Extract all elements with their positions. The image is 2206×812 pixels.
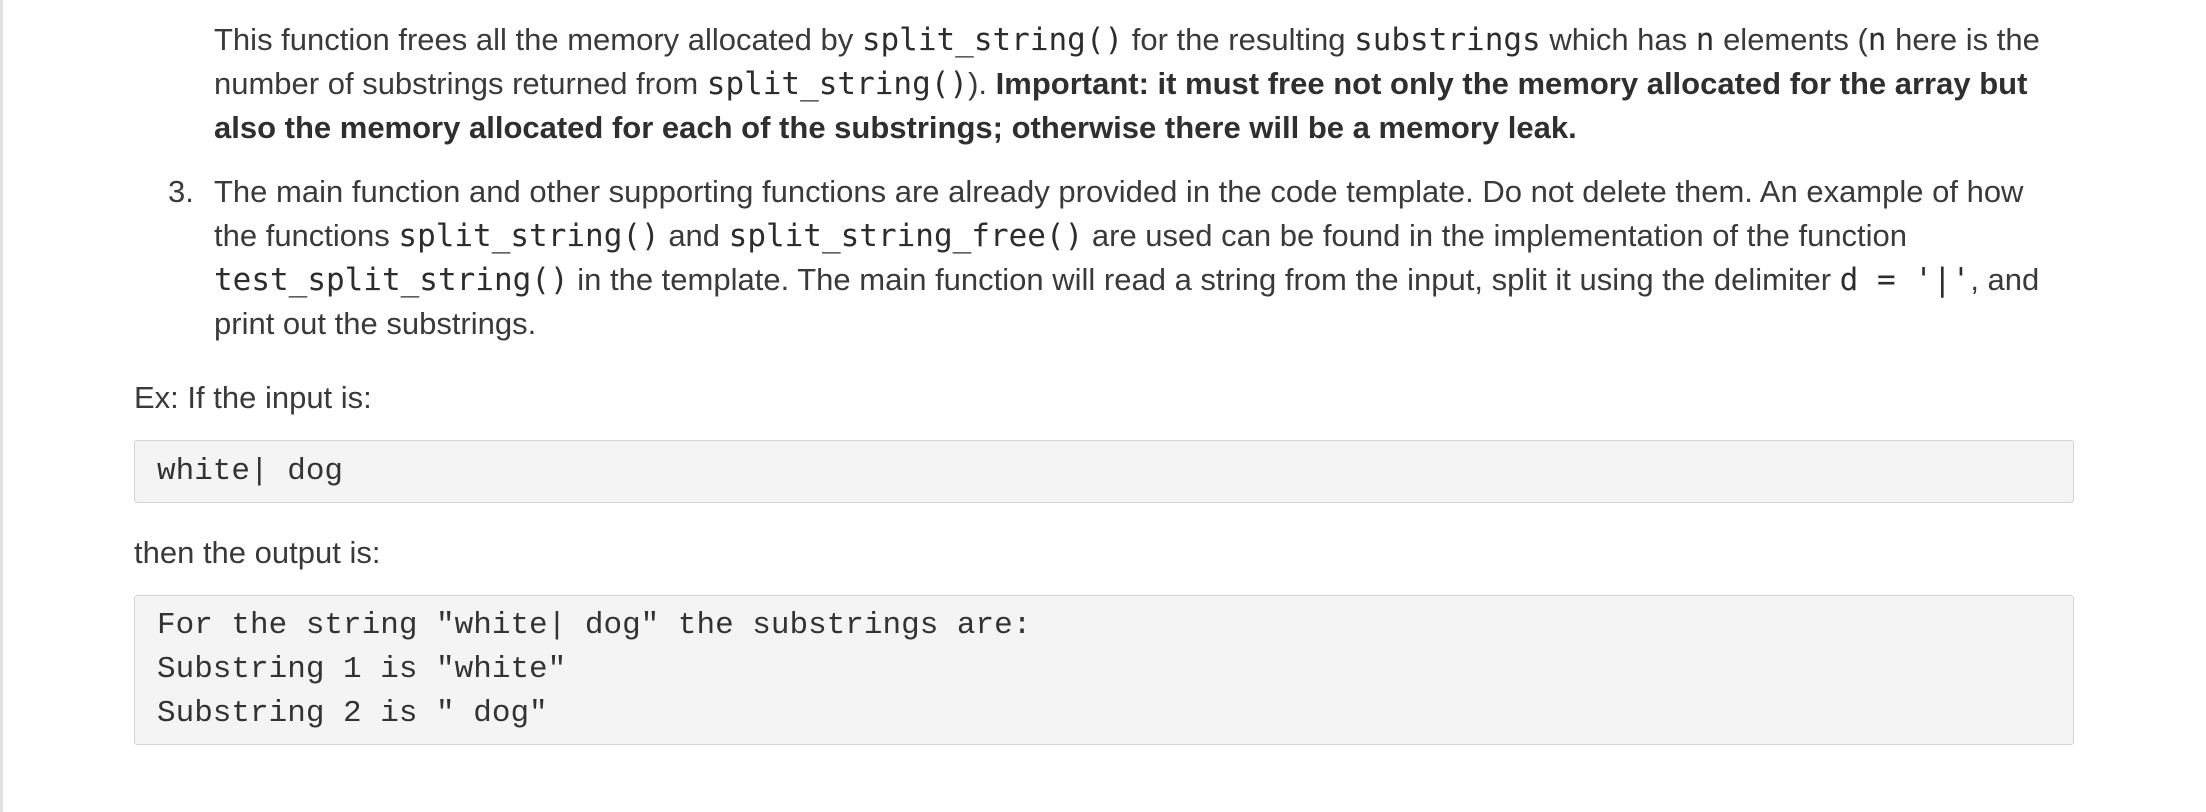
list-item-3: 3. The main function and other supportin…: [168, 170, 2074, 346]
list-item-text: The main function and other supporting f…: [214, 170, 2074, 346]
inline-code: test_split_string(): [214, 262, 569, 298]
example-output-code-block: For the string "white| dog" the substrin…: [134, 595, 2074, 745]
inline-code: d = '|': [1839, 262, 1971, 298]
inline-code: n: [1867, 22, 1887, 58]
inline-code: split_string(): [861, 22, 1124, 58]
output-line: Substring 1 is "white": [157, 652, 567, 687]
example-input-label: Ex: If the input is:: [134, 380, 372, 415]
list-number: 3.: [168, 174, 194, 209]
example-input-code-block: white| dog: [134, 440, 2074, 503]
text: in the template. The main function will …: [568, 262, 1840, 297]
inline-code: substrings: [1354, 22, 1541, 58]
inline-code: split_string_free(): [728, 218, 1084, 254]
text: here is the number of substrings returne…: [214, 22, 2040, 101]
output-line: Substring 2 is " dog": [157, 696, 548, 731]
text: The main function and other supporting f…: [214, 174, 2024, 253]
left-border: [0, 0, 3, 812]
important-note: Important: it must free not only the mem…: [214, 66, 2028, 145]
free-function-description: This function frees all the memory alloc…: [214, 18, 2074, 150]
inline-code: split_string(): [398, 218, 660, 254]
text: elements (: [1714, 22, 1868, 57]
text: are used can be found in the implementat…: [1083, 218, 1908, 253]
text: and: [659, 218, 729, 253]
text: , and print out the substrings.: [214, 262, 2040, 341]
output-line: For the string "white| dog" the substrin…: [157, 608, 1032, 643]
text: for the resulting: [1123, 22, 1355, 57]
text: ).: [968, 66, 996, 101]
inline-code: n: [1695, 22, 1715, 58]
instructions-content: This function frees all the memory alloc…: [134, 18, 2074, 745]
text: This function frees all the memory alloc…: [214, 22, 862, 57]
example-output-label: then the output is:: [134, 535, 381, 570]
inline-code: split_string(): [706, 66, 969, 102]
text: which has: [1540, 22, 1696, 57]
